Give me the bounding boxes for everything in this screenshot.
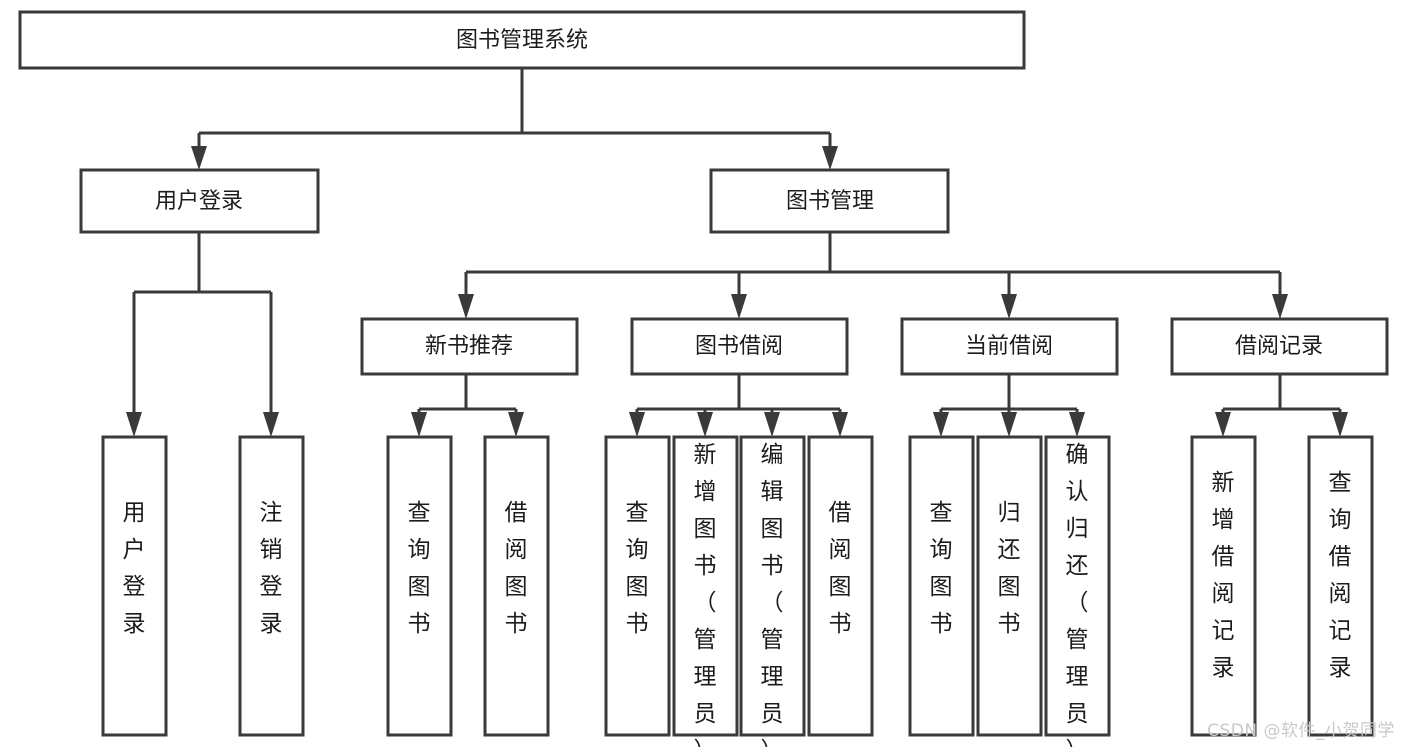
node-leaf-borrow-book-1[interactable]: 借阅图书 (483, 435, 550, 737)
node-new-book-rec[interactable]: 新书推荐 (360, 317, 579, 376)
connector-layer (126, 68, 1348, 437)
arrow-head-current-borrow (1001, 294, 1017, 319)
node-leaf-edit-book-label: 编辑图书（管理员） (761, 442, 784, 747)
node-leaf-add-record-label: 新增借阅记录 (1212, 470, 1235, 681)
node-current-borrow-label: 当前借阅 (965, 334, 1053, 359)
node-leaf-query-record[interactable]: 查询借阅记录 (1307, 435, 1374, 737)
node-borrow-record-box[interactable] (1170, 317, 1389, 376)
csdn-watermark: CSDN @软件_小贺同学 (1207, 721, 1395, 741)
node-leaf-query-book-3-label: 查询图书 (930, 500, 953, 637)
node-leaf-user-login-label: 用户登录 (123, 500, 146, 637)
node-leaf-query-book-2[interactable]: 查询图书 (604, 435, 671, 737)
arrow-head-leaf-borrow-book-2 (832, 412, 848, 437)
node-leaf-borrow-book-1-box[interactable] (483, 435, 550, 737)
node-leaf-add-book-box[interactable] (672, 435, 739, 737)
node-leaf-query-book-3[interactable]: 查询图书 (908, 435, 975, 737)
node-root-box[interactable] (18, 10, 1026, 70)
node-borrow-record-label: 借阅记录 (1235, 334, 1323, 359)
node-leaf-user-login-box[interactable] (101, 435, 168, 737)
node-leaf-query-book-1-box[interactable] (386, 435, 453, 737)
node-current-borrow[interactable]: 当前借阅 (900, 317, 1119, 376)
node-leaf-query-record-box[interactable] (1307, 435, 1374, 737)
arrow-head-new-book-rec (458, 294, 474, 319)
arrow-head-leaf-borrow-book-1 (508, 412, 524, 437)
arrow-head-book-borrow (731, 294, 747, 319)
node-current-borrow-box[interactable] (900, 317, 1119, 376)
node-leaf-borrow-book-2-box[interactable] (807, 435, 874, 737)
node-book-borrow-label: 图书借阅 (695, 334, 783, 359)
node-leaf-logout-login-box[interactable] (238, 435, 305, 737)
arrow-head-leaf-query-book-2 (629, 412, 645, 437)
arrow-head-leaf-confirm-return (1069, 412, 1085, 437)
node-new-book-rec-label: 新书推荐 (425, 334, 513, 359)
node-leaf-return-book-label: 归还图书 (998, 500, 1021, 637)
arrow-head-leaf-query-record (1332, 412, 1348, 437)
node-leaf-confirm-return-label: 确认归还（管理员） (1066, 442, 1089, 747)
arrow-head-leaf-logout-login (263, 412, 279, 437)
node-book-borrow-box[interactable] (630, 317, 849, 376)
node-book-manage[interactable]: 图书管理 (709, 168, 950, 234)
node-borrow-record[interactable]: 借阅记录 (1170, 317, 1389, 376)
node-leaf-query-book-2-label: 查询图书 (626, 500, 649, 637)
node-leaf-add-record[interactable]: 新增借阅记录 (1190, 435, 1257, 737)
node-leaf-borrow-book-2-label: 借阅图书 (829, 500, 852, 637)
node-leaf-add-record-box[interactable] (1190, 435, 1257, 737)
node-leaf-confirm-return[interactable]: 确认归还（管理员） (1044, 435, 1111, 747)
node-leaf-query-book-1-label: 查询图书 (408, 500, 431, 637)
arrow-head-book-manage (822, 146, 838, 170)
node-leaf-borrow-book-1-label: 借阅图书 (505, 500, 528, 637)
arrow-head-leaf-user-login (126, 412, 142, 437)
arrow-head-leaf-query-book-1 (411, 412, 427, 437)
node-leaf-edit-book[interactable]: 编辑图书（管理员） (739, 435, 806, 747)
leaf-nodes-layer: 用户登录 注销登录 查询图书 借阅图书 查询图书 新增图书（管理员） (101, 435, 1374, 747)
node-user-login-box[interactable] (79, 168, 320, 234)
node-leaf-query-book-3-box[interactable] (908, 435, 975, 737)
node-leaf-add-book[interactable]: 新增图书（管理员） (672, 435, 739, 747)
node-root[interactable]: 图书管理系统 (18, 10, 1026, 70)
node-leaf-logout-login[interactable]: 注销登录 (238, 435, 305, 737)
node-new-book-rec-box[interactable] (360, 317, 579, 376)
node-leaf-borrow-book-2[interactable]: 借阅图书 (807, 435, 874, 737)
node-leaf-query-book-1[interactable]: 查询图书 (386, 435, 453, 737)
node-leaf-confirm-return-box[interactable] (1044, 435, 1111, 737)
node-book-manage-label: 图书管理 (786, 189, 874, 214)
node-leaf-query-record-label: 查询借阅记录 (1329, 470, 1352, 681)
arrow-head-leaf-add-record (1215, 412, 1231, 437)
arrow-head-user-login (191, 146, 207, 170)
node-leaf-add-book-label: 新增图书（管理员） (694, 442, 717, 747)
arrow-head-leaf-return-book (1001, 412, 1017, 437)
node-leaf-user-login[interactable]: 用户登录 (101, 435, 168, 737)
arrow-head-leaf-edit-book (764, 412, 780, 437)
node-leaf-return-book[interactable]: 归还图书 (976, 435, 1043, 737)
node-user-login-label: 用户登录 (155, 189, 243, 214)
node-leaf-query-book-2-box[interactable] (604, 435, 671, 737)
arrow-head-borrow-record (1272, 294, 1288, 319)
node-leaf-return-book-box[interactable] (976, 435, 1043, 737)
node-book-manage-box[interactable] (709, 168, 950, 234)
node-leaf-logout-login-label: 注销登录 (260, 500, 283, 637)
node-root-label: 图书管理系统 (456, 28, 588, 53)
node-leaf-edit-book-box[interactable] (739, 435, 806, 737)
arrow-head-leaf-add-book (697, 412, 713, 437)
node-book-borrow[interactable]: 图书借阅 (630, 317, 849, 376)
node-user-login[interactable]: 用户登录 (79, 168, 320, 234)
arrow-head-leaf-query-book-3 (933, 412, 949, 437)
